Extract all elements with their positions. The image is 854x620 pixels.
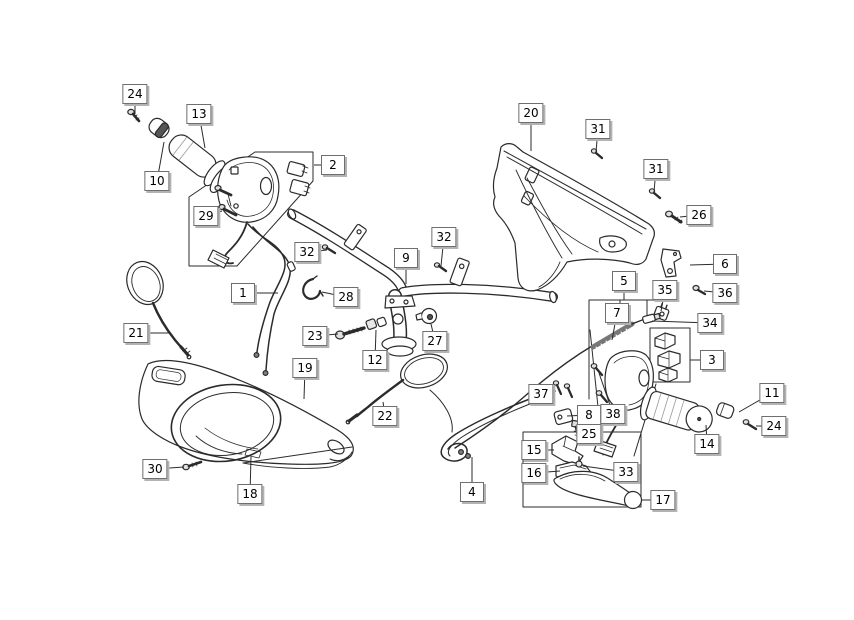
brake-lever — [553, 470, 643, 510]
callout-30: 30 — [142, 459, 168, 479]
callout-10: 10 — [144, 171, 170, 191]
callout-14: 14 — [694, 434, 720, 454]
callout-19: 19 — [292, 358, 318, 378]
switch-screws-29 — [214, 184, 238, 217]
callout-31: 31 — [585, 119, 611, 139]
right-switch-housing — [593, 350, 654, 458]
callout-34: 34 — [697, 313, 723, 333]
callout-6: 6 — [713, 254, 737, 274]
callout-7: 7 — [605, 303, 629, 323]
callout-13: 13 — [186, 104, 212, 124]
clamp-screw-right — [433, 262, 448, 273]
callout-35: 35 — [652, 280, 678, 300]
brake-cable — [429, 389, 554, 462]
pivot-bolt — [334, 326, 366, 340]
callout-27: 27 — [422, 331, 448, 351]
callout-32: 32 — [294, 242, 320, 262]
callout-32: 32 — [431, 227, 457, 247]
callout-8: 8 — [577, 405, 601, 425]
rear-handlebar-cover — [138, 359, 354, 469]
cover-screw-31b — [648, 188, 662, 200]
group-frame-connectors — [649, 327, 691, 383]
callout-38: 38 — [600, 404, 626, 424]
bracket-6 — [660, 248, 682, 278]
callout-15: 15 — [521, 440, 547, 460]
screw-36 — [692, 284, 707, 296]
front-top-cover — [492, 143, 655, 292]
callout-31: 31 — [643, 159, 669, 179]
throttle-cable — [247, 223, 296, 377]
steering-riser — [381, 289, 417, 357]
connector-blocks — [654, 332, 681, 383]
callout-20: 20 — [518, 103, 544, 123]
right-mirror — [345, 353, 448, 425]
callout-3: 3 — [700, 350, 724, 370]
callout-33: 33 — [613, 462, 639, 482]
grip-end-plug-11 — [715, 402, 735, 419]
callout-11: 11 — [759, 383, 785, 403]
grip-end-screw-right — [742, 419, 758, 431]
callout-4: 4 — [460, 482, 484, 502]
callout-26: 26 — [686, 205, 712, 225]
callout-25: 25 — [576, 424, 602, 444]
lever-bolts-37 — [552, 380, 574, 399]
group-frame-left-switch — [188, 151, 314, 267]
callout-9: 9 — [394, 248, 418, 268]
callout-16: 16 — [521, 463, 547, 483]
callout-23: 23 — [302, 326, 328, 346]
callout-37: 37 — [528, 384, 554, 404]
callout-29: 29 — [193, 206, 219, 226]
lever-pin-33 — [575, 456, 583, 468]
left-mirror — [126, 260, 192, 360]
callout-17: 17 — [650, 490, 676, 510]
callout-18: 18 — [237, 484, 263, 504]
callout-36: 36 — [712, 283, 738, 303]
handlebar — [287, 208, 558, 304]
callout-21: 21 — [123, 323, 149, 343]
callout-22: 22 — [372, 406, 398, 426]
left-switch-housing — [207, 156, 280, 269]
screw-26 — [664, 210, 683, 224]
callout-28: 28 — [333, 287, 359, 307]
micro-switch-8 — [553, 408, 574, 426]
lock-ring-27 — [415, 307, 438, 325]
callout-24: 24 — [122, 84, 148, 104]
lever-bracket-15 — [551, 435, 584, 466]
callout-12: 12 — [362, 350, 388, 370]
group-bracket-cable-kit — [588, 299, 665, 400]
callout-2: 2 — [321, 155, 345, 175]
grip-end-cap — [148, 117, 170, 139]
clamp-screw-left — [321, 244, 337, 255]
grip-end-screw — [127, 108, 141, 123]
callout-24: 24 — [761, 416, 787, 436]
callout-1: 1 — [231, 283, 255, 303]
callout-5: 5 — [612, 271, 636, 291]
switch-connector-plugs — [286, 160, 311, 197]
bushings-12 — [365, 316, 387, 330]
